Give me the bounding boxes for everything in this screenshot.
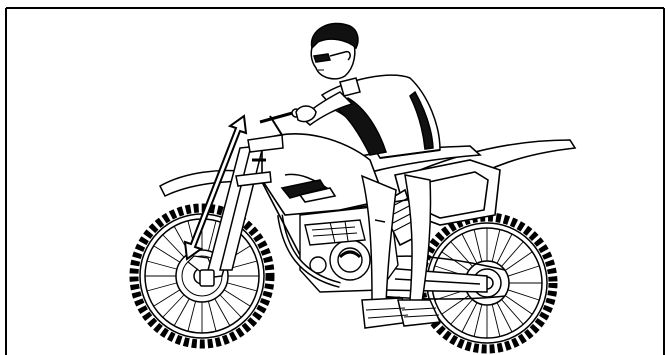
motorcycle-illustration — [0, 0, 670, 355]
illustration-frame — [0, 0, 670, 355]
